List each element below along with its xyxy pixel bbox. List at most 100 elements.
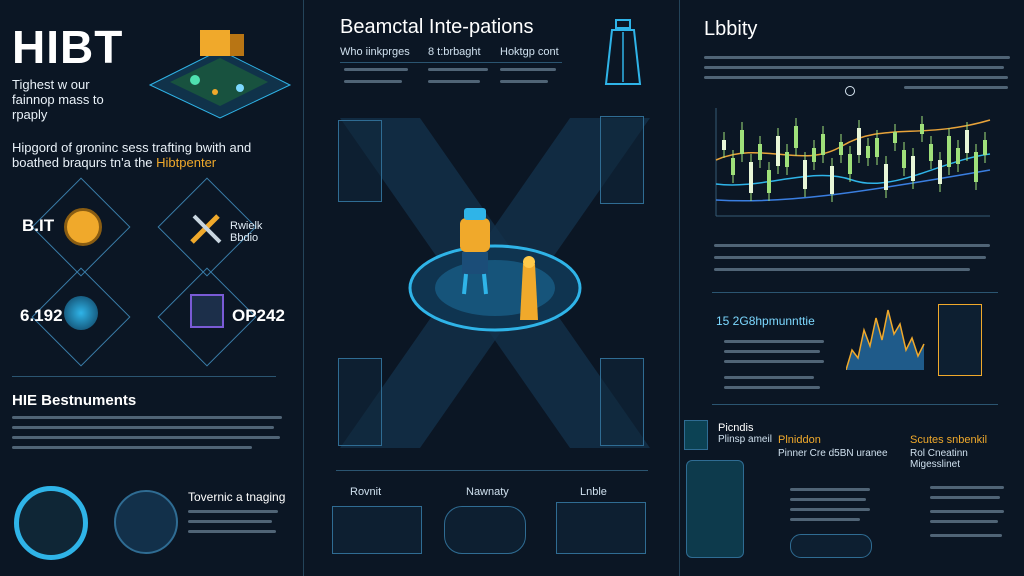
- pin-icon: [845, 86, 855, 96]
- text-line: [714, 256, 986, 259]
- text-line: [704, 56, 1010, 59]
- candle-body: [893, 132, 897, 143]
- candle-body: [875, 138, 879, 157]
- divider-left: [303, 0, 304, 576]
- x-circuit-diagram: [340, 118, 650, 448]
- robot-badge: [114, 490, 178, 554]
- candle-body: [902, 150, 906, 168]
- bottom-label-3: Lnble: [580, 486, 607, 498]
- text-line: [500, 68, 556, 71]
- left-separator: [12, 376, 276, 377]
- candle-body: [848, 154, 852, 174]
- area-chart: [846, 309, 925, 370]
- card2-title: Plniddon: [778, 434, 821, 446]
- tower-icon: [604, 19, 642, 85]
- col-header-3: Hoktgp cont: [500, 46, 559, 58]
- chip-icon: [190, 294, 224, 328]
- info-card-ne: [600, 116, 644, 204]
- text-line: [930, 510, 1004, 513]
- text-line: [188, 510, 278, 513]
- card3-title: Scutes snbenkil: [910, 434, 988, 446]
- phone-card: [938, 304, 982, 376]
- text-line: [704, 66, 1004, 69]
- node-w-label: B.IT: [22, 216, 55, 235]
- candlestick-chart: [715, 108, 991, 217]
- candle-body: [740, 130, 744, 154]
- text-line: [930, 534, 1002, 537]
- isometric-city-illustration: [148, 30, 292, 119]
- node-sw-value: 6.192: [20, 306, 63, 325]
- candle-body: [983, 140, 987, 155]
- card3-sub: Rol Cneatinn Migesslinet: [910, 448, 968, 470]
- candle-body: [821, 134, 825, 155]
- bottom-label-2: Nawnaty: [466, 486, 509, 498]
- device-card-1: [332, 506, 422, 554]
- text-line: [188, 520, 272, 523]
- text-line: [714, 268, 970, 271]
- divider-right: [679, 0, 680, 576]
- info-card-nw: [338, 120, 382, 202]
- battery-icon: [684, 420, 708, 450]
- col-header-2: 8 t:brbaght: [428, 46, 481, 58]
- battery-stack: [686, 460, 744, 558]
- text-line: [790, 508, 870, 511]
- candle-body: [830, 166, 834, 194]
- text-line: [12, 426, 274, 429]
- text-line: [188, 530, 276, 533]
- text-line: [500, 80, 548, 83]
- candle-body: [974, 152, 978, 182]
- lightbulb-icon: [64, 208, 102, 246]
- info-card-sw: [338, 358, 382, 446]
- node-se-value: OP242: [232, 306, 285, 325]
- tools-icon: [190, 214, 222, 244]
- bottom-label-1: Rovnit: [350, 486, 382, 498]
- text-line: [790, 498, 866, 501]
- bottom-item-title: Tovernic a tnaging: [188, 490, 286, 504]
- text-line: [344, 80, 402, 83]
- candle-body: [785, 152, 789, 167]
- text-line: [724, 340, 824, 343]
- col-header-1: Who iinkprges: [340, 46, 410, 58]
- candle-body: [758, 144, 762, 160]
- trophy-icon: [520, 256, 538, 320]
- right-separator-2: [712, 404, 998, 405]
- candle-body: [866, 146, 870, 158]
- candle-body: [857, 128, 861, 155]
- candle-body: [749, 162, 753, 193]
- text-line: [704, 76, 1008, 79]
- candle-body: [731, 158, 735, 175]
- text-line: [724, 386, 820, 389]
- text-line: [724, 350, 820, 353]
- text-line: [930, 496, 1000, 499]
- text-line: [714, 244, 990, 247]
- device-card-3: [556, 502, 646, 554]
- globe-icon: [64, 296, 98, 330]
- candle-body: [965, 130, 969, 153]
- candle-body: [947, 136, 951, 167]
- text-line: [12, 436, 280, 439]
- right-separator-1: [712, 292, 998, 293]
- text-line: [930, 520, 998, 523]
- candle-body: [767, 170, 771, 193]
- candle-body: [911, 156, 915, 181]
- platform-card: [790, 534, 872, 558]
- center-title: Beamctal Inte-pations: [340, 16, 534, 38]
- node-ne-label: Rwielk Bbdio: [230, 220, 263, 244]
- col-header-line: [340, 62, 562, 63]
- candle-body: [938, 160, 942, 184]
- app-title: HIBT: [12, 21, 124, 73]
- headline: Hipgord of groninc sess trafting bwith a…: [12, 140, 252, 170]
- card2-sub: Pinner Cre d5BN uranee: [778, 448, 888, 459]
- candle-body: [794, 126, 798, 148]
- candle-body: [956, 148, 960, 164]
- text-line: [428, 68, 488, 71]
- device-card-2: [444, 506, 526, 554]
- text-line: [790, 518, 860, 521]
- tagline: Tighest w our fainnop mass to rpaply: [12, 77, 104, 122]
- text-line: [724, 360, 824, 363]
- right-title: Lbbity: [704, 18, 758, 40]
- robot-icon: [460, 208, 490, 295]
- candle-body: [929, 144, 933, 161]
- card1-title: Picndis: [718, 422, 754, 434]
- text-line: [904, 86, 1008, 89]
